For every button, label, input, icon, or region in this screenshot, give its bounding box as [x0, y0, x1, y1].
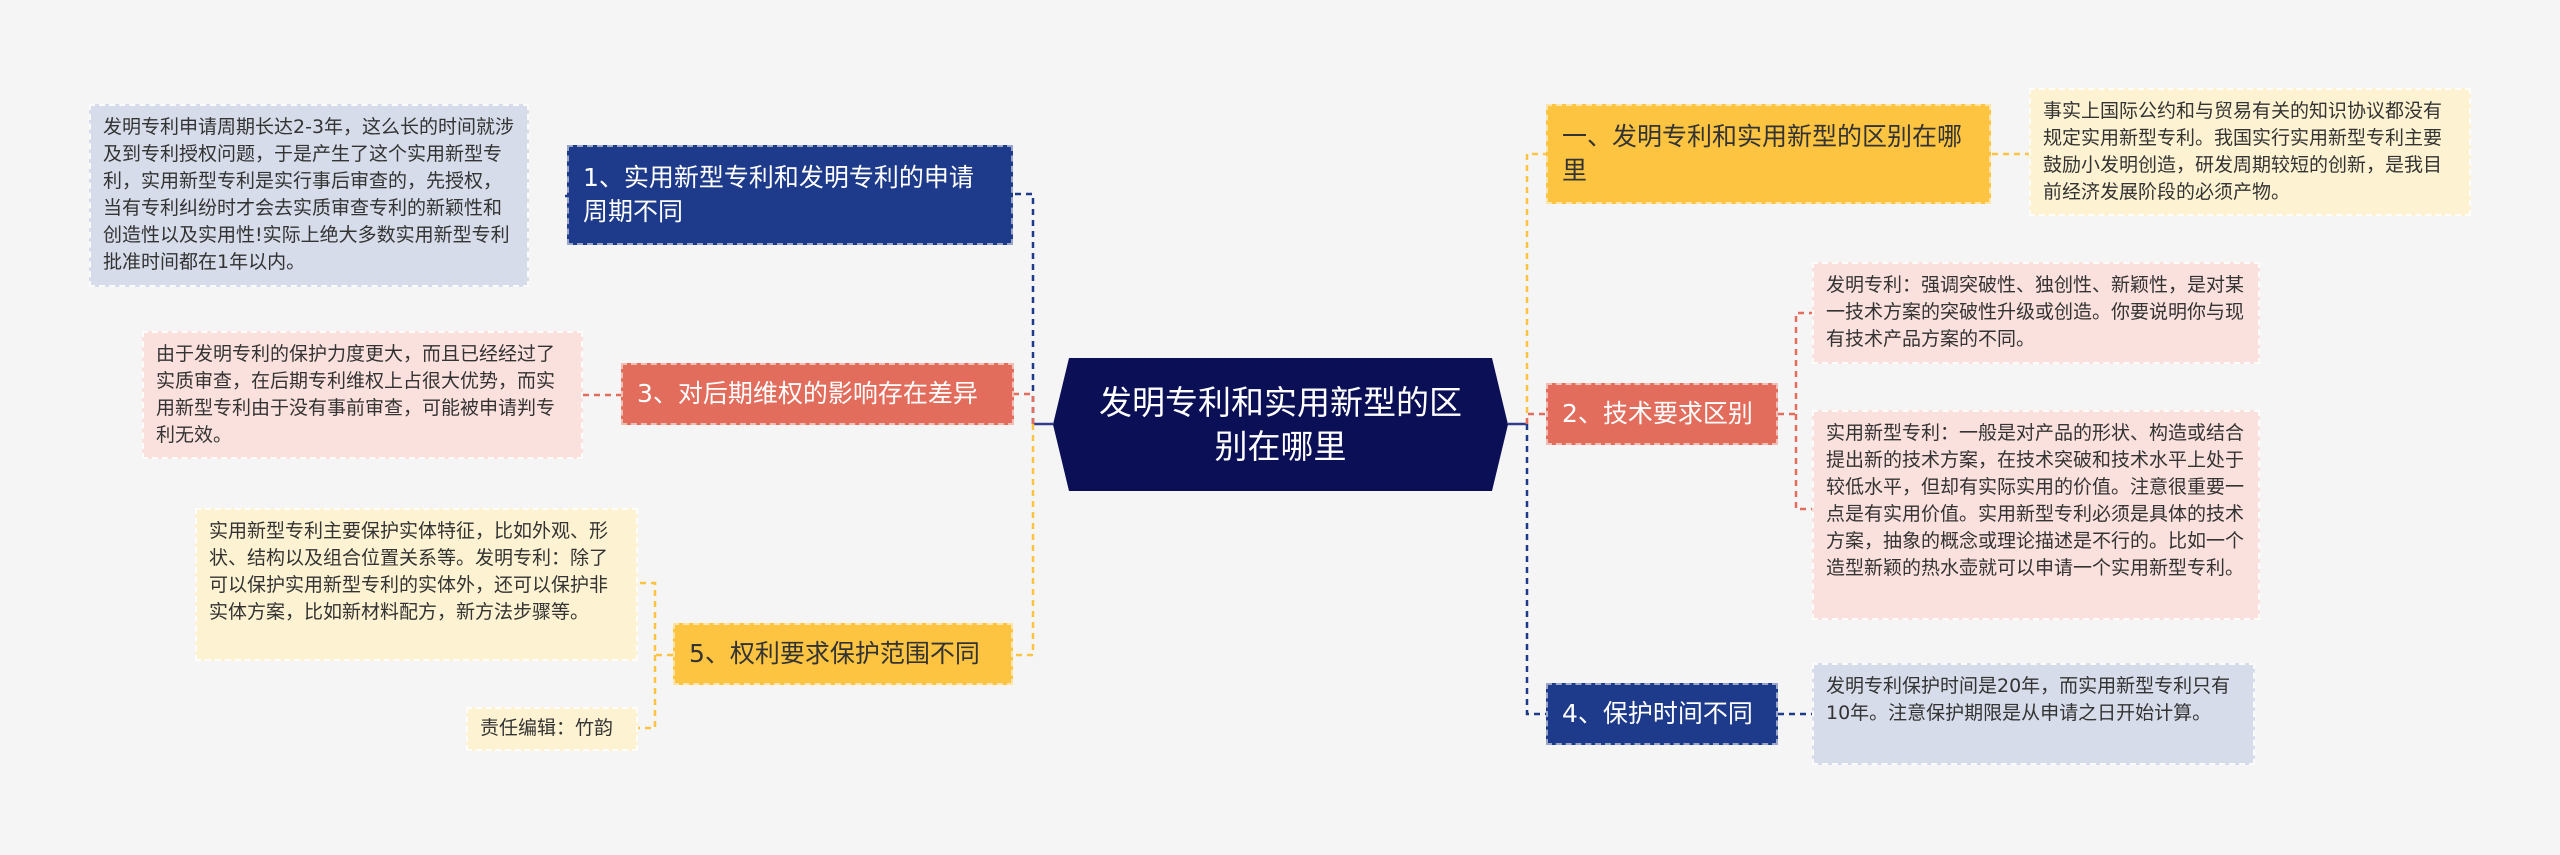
note-editor-credit[interactable]: 责任编辑：竹韵 — [466, 707, 638, 751]
note-difference-overview[interactable]: 事实上国际公约和与贸易有关的知识协议都没有规定实用新型专利。我国实行实用新型专利… — [2029, 88, 2471, 216]
note-text: 发明专利保护时间是20年，而实用新型专利只有10年。注意保护期限是从申请之日开始… — [1826, 675, 2231, 724]
note-enforcement[interactable]: 由于发明专利的保护力度更大，而且已经经过了实质审查，在后期专利维权上占很大优势，… — [142, 331, 583, 459]
note-application-cycle[interactable]: 发明专利申请周期长达2-3年，这么长的时间就涉及到专利授权问题，于是产生了这个实… — [89, 104, 529, 287]
editor-credit-text: 责任编辑：竹韵 — [480, 717, 614, 739]
connector-branch-yi — [1525, 152, 1546, 424]
note-text: 事实上国际公约和与贸易有关的知识协议都没有规定实用新型专利。我国实行实用新型专利… — [2043, 100, 2443, 203]
connector-branch-5 — [1014, 424, 1035, 657]
branch-protection-term[interactable]: 4、保护时间不同 — [1546, 683, 1778, 745]
branch-label: 一、发明专利和实用新型的区别在哪里 — [1562, 122, 1963, 185]
note-text: 发明专利申请周期长达2-3年，这么长的时间就涉及到专利授权问题，于是产生了这个实… — [103, 116, 515, 273]
root-topic[interactable]: 发明专利和实用新型的区别在哪里 — [1053, 358, 1508, 491]
branch-label: 4、保护时间不同 — [1562, 699, 1753, 728]
note-text: 发明专利：强调突破性、独创性、新颖性，是对某一技术方案的突破性升级或创造。你要说… — [1826, 274, 2245, 350]
branch-label: 5、权利要求保护范围不同 — [689, 639, 980, 668]
branch-technical-requirements[interactable]: 2、技术要求区别 — [1546, 383, 1778, 445]
root-title: 发明专利和实用新型的区别在哪里 — [1099, 382, 1462, 466]
branch-label: 2、技术要求区别 — [1562, 399, 1753, 428]
connector-note-2 — [1778, 311, 1812, 511]
note-text: 实用新型专利主要保护实体特征，比如外观、形状、结构以及组合位置关系等。发明专利：… — [209, 520, 609, 623]
branch-difference-overview[interactable]: 一、发明专利和实用新型的区别在哪里 — [1546, 104, 1991, 204]
connector-branch-4 — [1525, 424, 1546, 716]
connector-note-5 — [638, 581, 673, 730]
note-text: 实用新型专利：一般是对产品的形状、构造或结合提出新的技术方案，在技术突破和技术水… — [1826, 422, 2245, 579]
note-text: 由于发明专利的保护力度更大，而且已经经过了实质审查，在后期专利维权上占很大优势，… — [156, 343, 556, 446]
connector-branch-3 — [1014, 392, 1035, 424]
note-utility-technical[interactable]: 实用新型专利：一般是对产品的形状、构造或结合提出新的技术方案，在技术突破和技术水… — [1812, 410, 2260, 620]
branch-label: 3、对后期维权的影响存在差异 — [637, 379, 978, 408]
branch-application-cycle[interactable]: 1、实用新型专利和发明专利的申请周期不同 — [567, 145, 1013, 245]
connector-branch-1 — [1014, 192, 1035, 424]
branch-enforcement[interactable]: 3、对后期维权的影响存在差异 — [621, 363, 1014, 425]
note-protection-term[interactable]: 发明专利保护时间是20年，而实用新型专利只有10年。注意保护期限是从申请之日开始… — [1812, 663, 2255, 765]
connector-branch-2 — [1525, 412, 1546, 424]
note-protection-scope[interactable]: 实用新型专利主要保护实体特征，比如外观、形状、结构以及组合位置关系等。发明专利：… — [195, 508, 638, 661]
branch-protection-scope[interactable]: 5、权利要求保护范围不同 — [673, 623, 1013, 685]
branch-label: 1、实用新型专利和发明专利的申请周期不同 — [583, 163, 974, 226]
note-invention-technical[interactable]: 发明专利：强调突破性、独创性、新颖性，是对某一技术方案的突破性升级或创造。你要说… — [1812, 262, 2260, 364]
